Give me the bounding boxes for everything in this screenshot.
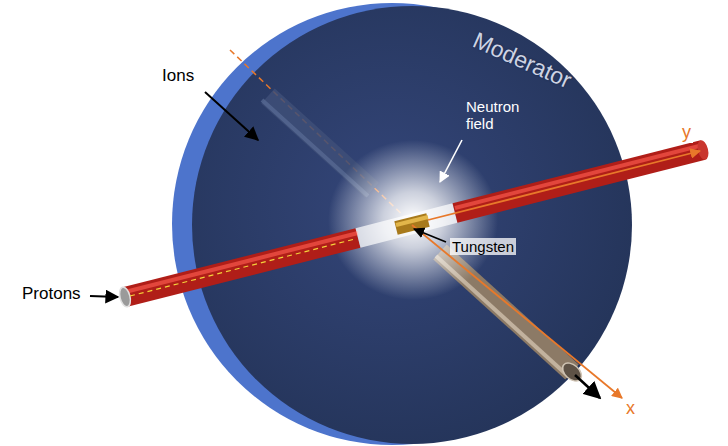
leader-arrow <box>205 92 258 140</box>
part-label: Ions <box>160 66 196 86</box>
proton-tube-end <box>118 286 133 308</box>
leader-arrow <box>90 296 118 297</box>
axis-label: y <box>680 122 693 143</box>
proton-tube-end <box>696 139 711 161</box>
tungsten-highlight <box>396 217 428 225</box>
y-axis <box>428 151 700 220</box>
x-axis <box>412 225 622 398</box>
proton-tube <box>125 238 358 297</box>
leader-arrow <box>414 229 446 242</box>
axis-label: x <box>624 398 637 419</box>
part-label: Tungsten <box>450 238 516 255</box>
beam-axis <box>130 239 355 296</box>
leader-arrow <box>440 140 462 182</box>
proton-tube-highlight <box>125 233 358 292</box>
ion-exit-arrow <box>575 375 600 398</box>
part-label: Protons <box>20 284 83 304</box>
part-label: Neutron field <box>464 98 538 133</box>
moderator-disk <box>192 6 632 444</box>
proton-tube-highlight <box>455 145 703 208</box>
